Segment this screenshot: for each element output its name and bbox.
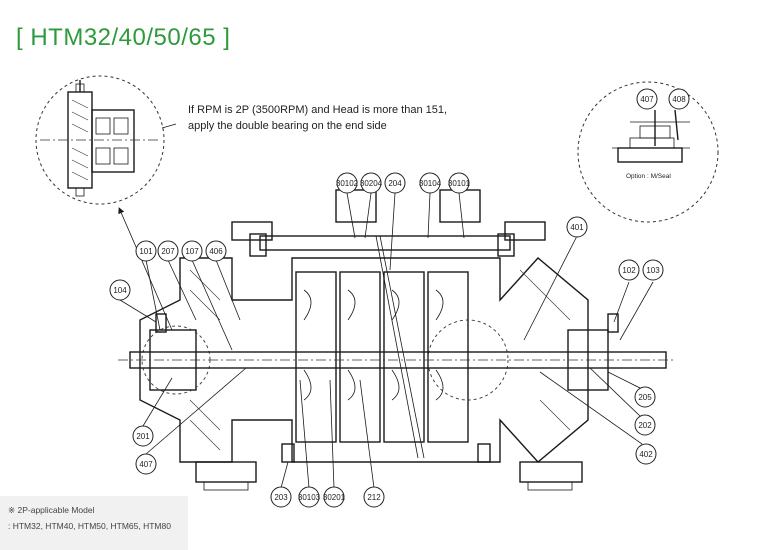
balloon-201: 201	[132, 425, 154, 447]
balloon-label: 207	[161, 247, 175, 256]
balloon-107: 107	[181, 240, 203, 262]
balloon-label: 30201	[323, 493, 346, 502]
balloon-label: 407	[640, 95, 654, 104]
balloon-30201: 30201	[323, 486, 346, 508]
option-label: Option : M/Seal	[626, 173, 671, 180]
balloon-label: 402	[639, 450, 653, 459]
balloon-104: 104	[109, 279, 131, 301]
balloon-label: 212	[367, 493, 381, 502]
balloon-102: 102	[618, 259, 640, 281]
balloon-407-left: 407	[135, 453, 157, 475]
applicable-model-note: ※ 2P-applicable Model : HTM32, HTM40, HT…	[0, 496, 188, 550]
balloon-label: 202	[638, 421, 652, 430]
balloon-label: 101	[139, 247, 153, 256]
balloon-label: 407	[139, 460, 153, 469]
balloon-401: 401	[566, 216, 588, 238]
balloon-label: 203	[274, 493, 288, 502]
balloon-label: 107	[185, 247, 199, 256]
page-title: [ HTM32/40/50/65 ]	[16, 24, 231, 51]
balloon-label: 204	[388, 179, 402, 188]
leader-lines	[119, 192, 654, 489]
balloon-204: 204	[384, 172, 406, 194]
balloon-202: 202	[634, 414, 656, 436]
note-line-2: apply the double bearing on the end side	[188, 120, 387, 132]
note-line-1: If RPM is 2P (3500RPM) and Head is more …	[188, 104, 448, 116]
balloon-30103: 30103	[298, 486, 321, 508]
balloon-407-option: 407	[636, 88, 658, 110]
balloon-label: 406	[209, 247, 223, 256]
balloon-label: 30204	[360, 179, 383, 188]
balloon-label: 30101	[448, 179, 471, 188]
balloon-212: 212	[363, 486, 385, 508]
balloon-30101: 30101	[448, 172, 471, 194]
balloon-406: 406	[205, 240, 227, 262]
balloon-30104: 30104	[419, 172, 442, 194]
model-note-line-1: ※ 2P-applicable Model	[8, 505, 95, 515]
balloon-label: 201	[136, 432, 150, 441]
balloon-408: 408	[668, 88, 690, 110]
balloon-402: 402	[635, 443, 657, 465]
balloon-label: 408	[672, 95, 686, 104]
balloon-label: 401	[570, 223, 584, 232]
double-bearing-note: If RPM is 2P (3500RPM) and Head is more …	[188, 102, 447, 134]
double-bearing-detail	[35, 75, 165, 205]
balloon-203: 203	[270, 486, 292, 508]
balloon-label: 102	[622, 266, 636, 275]
balloon-30204: 30204	[360, 172, 383, 194]
balloon-label: 103	[646, 266, 660, 275]
balloon-205: 205	[634, 386, 656, 408]
balloon-label: 30102	[336, 179, 359, 188]
balloon-label: 104	[113, 286, 127, 295]
balloon-103: 103	[642, 259, 664, 281]
model-note-line-2: : HTM32, HTM40, HTM50, HTM65, HTM80	[8, 521, 171, 531]
balloon-207: 207	[157, 240, 179, 262]
balloon-label: 30103	[298, 493, 321, 502]
balloon-label: 30104	[419, 179, 442, 188]
balloon-label: 205	[638, 393, 652, 402]
balloon-101: 101	[135, 240, 157, 262]
balloon-30102: 30102	[336, 172, 359, 194]
mseal-option-detail: Option : M/Seal	[577, 81, 719, 223]
pump-body	[118, 189, 676, 491]
